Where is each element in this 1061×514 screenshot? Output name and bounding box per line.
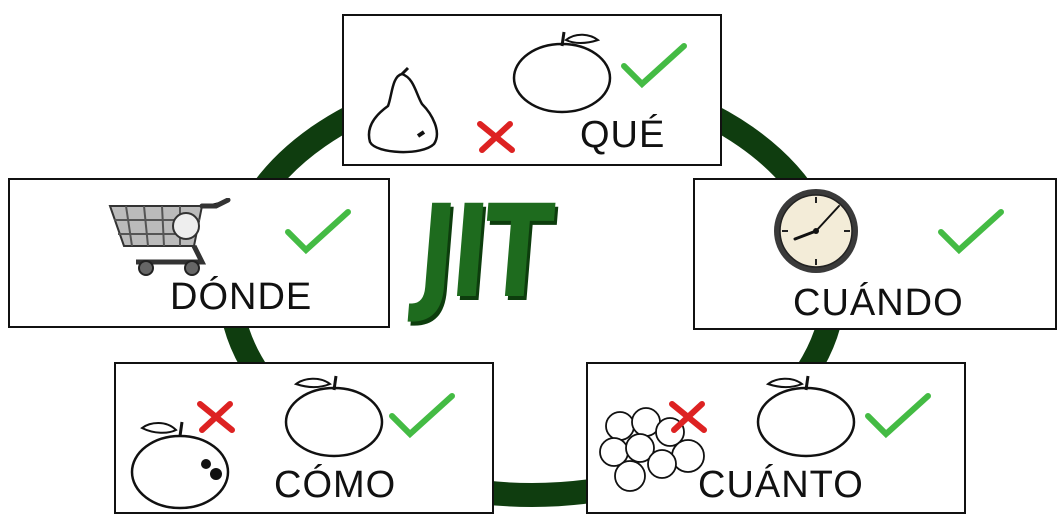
pear-icon <box>362 66 442 156</box>
label-cuando: CUÁNDO <box>793 282 964 325</box>
label-cuanto: CUÁNTO <box>698 464 864 507</box>
jit-title: JIT <box>413 178 554 327</box>
apple-icon <box>510 30 614 114</box>
check-icon <box>937 208 1005 256</box>
box-que: QUÉ <box>342 14 722 166</box>
check-icon <box>864 392 932 440</box>
label-donde: DÓNDE <box>170 276 312 319</box>
cross-icon <box>668 400 708 434</box>
apple-icon <box>754 374 858 458</box>
box-cuando: CUÁNDO <box>693 178 1057 330</box>
shopping-cart-icon <box>106 198 236 278</box>
apple-icon <box>282 374 386 458</box>
box-cuanto: CUÁNTO <box>586 362 966 514</box>
cross-icon <box>476 120 516 154</box>
check-icon <box>388 392 456 440</box>
label-que: QUÉ <box>580 114 665 157</box>
box-donde: DÓNDE <box>8 178 390 328</box>
check-icon <box>284 208 352 256</box>
check-icon <box>620 42 688 90</box>
box-como: CÓMO <box>114 362 494 514</box>
clock-icon <box>771 186 861 276</box>
cross-icon <box>196 400 236 434</box>
label-como: CÓMO <box>274 464 396 507</box>
